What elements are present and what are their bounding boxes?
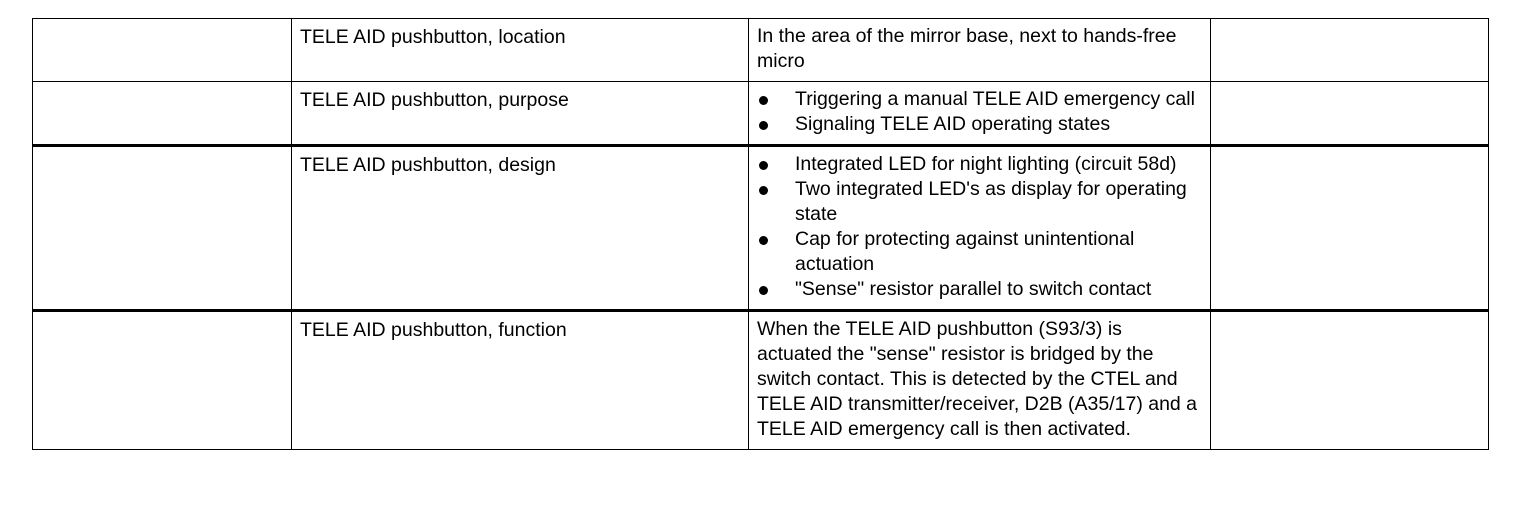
table-row: TELE AID pushbutton, purpose Triggering … (32, 81, 1489, 146)
blank-right-text (1211, 82, 1488, 94)
blank-left-text (33, 82, 291, 94)
row-function-content-cell: When the TELE AID pushbutton (S93/3) is … (748, 309, 1211, 450)
row-function-label: TELE AID pushbutton, function (300, 319, 567, 341)
list-item: "Sense" resistor parallel to switch cont… (757, 277, 1202, 302)
row-design-bullet-list: Integrated LED for night lighting (circu… (757, 152, 1202, 302)
row-function-paragraph: When the TELE AID pushbutton (S93/3) is … (757, 318, 1198, 440)
bullet-icon (759, 161, 768, 170)
row-purpose-bullet-list: Triggering a manual TELE AID emergency c… (757, 87, 1202, 137)
blank-left-text (33, 19, 291, 31)
row-function-blank-left-cell (32, 309, 292, 450)
table-row: TELE AID pushbutton, design Integrated L… (32, 144, 1489, 311)
table-row: TELE AID pushbutton, function When the T… (32, 309, 1489, 450)
list-item-text: "Sense" resistor parallel to switch cont… (795, 278, 1152, 300)
list-item-text: Cap for protecting against unintentional… (795, 228, 1135, 275)
row-function-label-cell: TELE AID pushbutton, function (291, 309, 749, 450)
row-location-blank-left-cell (32, 18, 292, 82)
row-location-label-cell: TELE AID pushbutton, location (291, 18, 749, 82)
list-item-text: Triggering a manual TELE AID emergency c… (795, 88, 1195, 110)
row-design-label-cell: TELE AID pushbutton, design (291, 144, 749, 311)
list-item: Integrated LED for night lighting (circu… (757, 152, 1202, 177)
blank-left-text (33, 312, 291, 324)
blank-right-text (1211, 19, 1488, 31)
list-item-text: Signaling TELE AID operating states (795, 113, 1111, 135)
list-item: Triggering a manual TELE AID emergency c… (757, 87, 1202, 112)
row-purpose-label-cell: TELE AID pushbutton, purpose (291, 81, 749, 146)
bullet-icon (759, 121, 768, 130)
blank-right-text (1211, 147, 1488, 159)
blank-right-text (1211, 312, 1488, 324)
spec-table: TELE AID pushbutton, location In the are… (32, 18, 1489, 450)
row-location-label: TELE AID pushbutton, location (300, 26, 566, 48)
bullet-icon (759, 236, 768, 245)
list-item-text: Two integrated LED's as display for oper… (795, 178, 1187, 225)
list-item: Two integrated LED's as display for oper… (757, 177, 1202, 227)
row-function-blank-right-cell (1210, 309, 1489, 450)
table-row: TELE AID pushbutton, location In the are… (32, 18, 1489, 82)
list-item-text: Integrated LED for night lighting (circu… (795, 153, 1177, 175)
row-purpose-content-cell: Triggering a manual TELE AID emergency c… (748, 81, 1211, 146)
list-item: Cap for protecting against unintentional… (757, 227, 1202, 277)
row-design-blank-right-cell (1210, 144, 1489, 311)
row-design-content-cell: Integrated LED for night lighting (circu… (748, 144, 1211, 311)
row-purpose-label: TELE AID pushbutton, purpose (300, 89, 569, 111)
bullet-icon (759, 186, 768, 195)
row-design-label: TELE AID pushbutton, design (300, 154, 556, 176)
row-purpose-blank-right-cell (1210, 81, 1489, 146)
list-item: Signaling TELE AID operating states (757, 112, 1202, 137)
row-location-paragraph: In the area of the mirror base, next to … (757, 25, 1177, 72)
blank-left-text (33, 147, 291, 159)
row-location-content-cell: In the area of the mirror base, next to … (748, 18, 1211, 82)
bullet-icon (759, 96, 768, 105)
bullet-icon (759, 286, 768, 295)
row-location-blank-right-cell (1210, 18, 1489, 82)
row-design-blank-left-cell (32, 144, 292, 311)
row-purpose-blank-left-cell (32, 81, 292, 146)
